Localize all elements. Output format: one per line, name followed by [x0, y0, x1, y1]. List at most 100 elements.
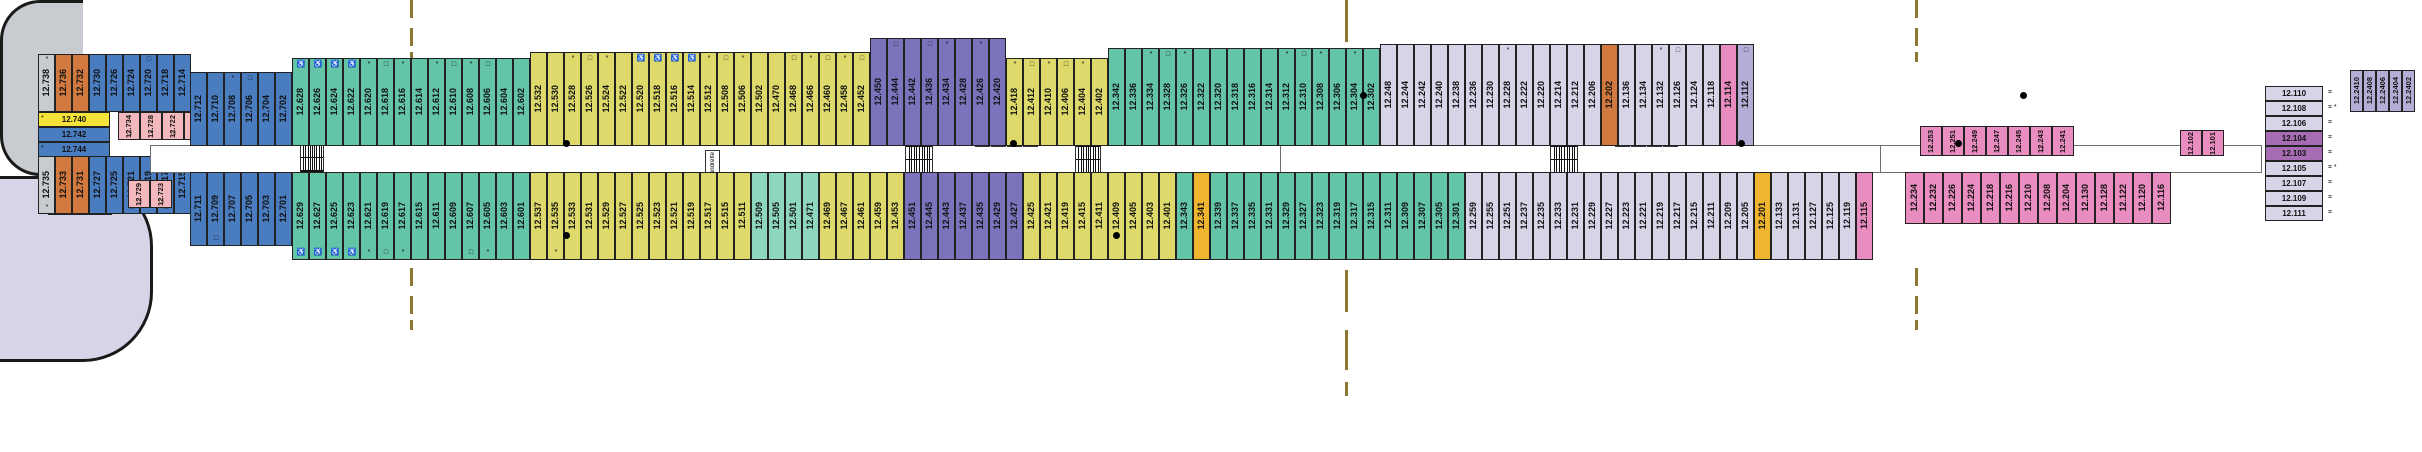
starboard-cabin-12-531[interactable]: 12.531: [581, 172, 598, 260]
port-cabin-12-520[interactable]: 12.520: [632, 52, 649, 146]
starboard-cabin-12-221[interactable]: 12.221: [1635, 172, 1652, 260]
port-cabin-12-616[interactable]: 12.616: [394, 58, 411, 146]
starboard-cabin-12-535[interactable]: 12.535: [547, 172, 564, 260]
port-cabin-12-628[interactable]: 12.628: [292, 58, 309, 146]
port-cabin-12-236[interactable]: 12.236: [1465, 44, 1482, 146]
starboard-cabin-12-307[interactable]: 12.307: [1414, 172, 1431, 260]
port-cabin-12-314[interactable]: 12.314: [1261, 48, 1278, 146]
starboard-cabin-12-223[interactable]: 12.223: [1618, 172, 1635, 260]
port-cabin-12-240[interactable]: 12.240: [1431, 44, 1448, 146]
stern-cabin-12-108[interactable]: 12.108: [2265, 101, 2323, 116]
starboard-cabin-12-529[interactable]: 12.529: [598, 172, 615, 260]
port-cabin-12-248[interactable]: 12.248: [1380, 44, 1397, 146]
port-pink-inner-12-251[interactable]: 12.251: [1942, 126, 1964, 156]
port-cabin-12-506[interactable]: 12.506: [734, 52, 751, 146]
starboard-cabin-12-119[interactable]: 12.119: [1839, 172, 1856, 260]
starboard-cabin-12-327[interactable]: 12.327: [1295, 172, 1312, 260]
port-pink-inner-12-253[interactable]: 12.253: [1920, 126, 1942, 156]
starboard-cabin-12-323[interactable]: 12.323: [1312, 172, 1329, 260]
starboard-cabin-12-335[interactable]: 12.335: [1244, 172, 1261, 260]
port-cabin-12-342[interactable]: 12.342: [1108, 48, 1125, 146]
starboard-cabin-12-525[interactable]: 12.525: [632, 172, 649, 260]
port-cabin-12-404[interactable]: 12.404: [1074, 58, 1091, 146]
port-cabin-12-612[interactable]: 12.612: [428, 58, 445, 146]
port-cabin-12-410[interactable]: 12.410: [1040, 58, 1057, 146]
port-pink-12-122[interactable]: 12.122: [2114, 172, 2133, 224]
port-cabin-12-222[interactable]: 12.222: [1516, 44, 1533, 146]
starboard-cabin-12-619[interactable]: 12.619: [377, 172, 394, 260]
starboard-cabin-12-517[interactable]: 12.517: [700, 172, 717, 260]
starboard-cabin-12-209[interactable]: 12.209: [1720, 172, 1737, 260]
fwd-port-12-726[interactable]: 12.726: [106, 54, 123, 112]
starboard-cabin-12-211[interactable]: 12.211: [1703, 172, 1720, 260]
stern-cabin-12-111[interactable]: 12.111: [2265, 206, 2323, 221]
starboard-cabin-12-231[interactable]: 12.231: [1567, 172, 1584, 260]
starboard-cabin-12-607[interactable]: 12.607: [462, 172, 479, 260]
port-cabin-12-306[interactable]: 12.306: [1329, 48, 1346, 146]
port-pink-12-120[interactable]: 12.120: [2133, 172, 2152, 224]
starboard-cabin-12-467[interactable]: 12.467: [836, 172, 853, 260]
port-cabin-12-704[interactable]: 12.704: [258, 72, 275, 146]
starboard-cabin-12-469[interactable]: 12.469: [819, 172, 836, 260]
starboard-cabin-12-615[interactable]: 12.615: [411, 172, 428, 260]
port-cabin-12-406[interactable]: 12.406: [1057, 58, 1074, 146]
port-cabin-12-606[interactable]: 12.606: [479, 58, 496, 146]
stern-cabin-12-107[interactable]: 12.107: [2265, 176, 2323, 191]
port-cabin-12-706[interactable]: 12.706: [241, 72, 258, 146]
port-pink-12-232[interactable]: 12.232: [1924, 172, 1943, 224]
starboard-cabin-12-217[interactable]: 12.217: [1669, 172, 1686, 260]
starboard-cabin-12-445[interactable]: 12.445: [921, 172, 938, 260]
starboard-cabin-12-701[interactable]: 12.701: [275, 172, 292, 246]
starboard-cabin-12-311[interactable]: 12.311: [1380, 172, 1397, 260]
port-cabin-12-336[interactable]: 12.336: [1125, 48, 1142, 146]
port-cabin-12-702[interactable]: 12.702: [275, 72, 292, 146]
starboard-cabin-12-425[interactable]: 12.425: [1023, 172, 1040, 260]
stern-tail-12-2410[interactable]: 12.2410: [2350, 70, 2363, 112]
stern-tail-12-2402[interactable]: 12.2402: [2402, 70, 2415, 112]
fwd-port-curve-12-744[interactable]: 12.744: [38, 142, 110, 157]
port-cabin-12-308[interactable]: 12.308: [1312, 48, 1329, 146]
port-cabin-12-420[interactable]: 12.420: [989, 38, 1006, 146]
fwd-port-12-730[interactable]: 12.730: [89, 54, 106, 112]
starboard-cabin-12-403[interactable]: 12.403: [1142, 172, 1159, 260]
starboard-cabin-12-421[interactable]: 12.421: [1040, 172, 1057, 260]
starboard-cabin-12-459[interactable]: 12.459: [870, 172, 887, 260]
port-cabin-12-512[interactable]: 12.512: [700, 52, 717, 146]
port-cabin-12-444[interactable]: 12.444: [887, 38, 904, 146]
starboard-cabin-12-601[interactable]: 12.601: [513, 172, 530, 260]
port-cabin-12-214[interactable]: 12.214: [1550, 44, 1567, 146]
starboard-cabin-12-703[interactable]: 12.703: [258, 172, 275, 246]
port-cabin-12-316[interactable]: 12.316: [1244, 48, 1261, 146]
port-cabin-12-604[interactable]: 12.604: [496, 58, 513, 146]
starboard-cabin-12-453[interactable]: 12.453: [887, 172, 904, 260]
fwd-inner-pink-u-12-734[interactable]: 12.734: [118, 112, 140, 140]
port-cabin-12-470[interactable]: 12.470: [768, 52, 785, 146]
starboard-cabin-12-259[interactable]: 12.259: [1465, 172, 1482, 260]
port-cabin-12-452[interactable]: 12.452: [853, 52, 870, 146]
starboard-cabin-12-471[interactable]: 12.471: [802, 172, 819, 260]
stern-tail-12-2408[interactable]: 12.2408: [2363, 70, 2376, 112]
starboard-cabin-12-435[interactable]: 12.435: [972, 172, 989, 260]
starboard-cabin-12-609[interactable]: 12.609: [445, 172, 462, 260]
port-cabin-12-528[interactable]: 12.528: [564, 52, 581, 146]
stern-tail-12-2404[interactable]: 12.2404: [2389, 70, 2402, 112]
starboard-cabin-12-219[interactable]: 12.219: [1652, 172, 1669, 260]
port-cabin-12-124[interactable]: 12.124: [1686, 44, 1703, 146]
port-cabin-12-522[interactable]: 12.522: [615, 52, 632, 146]
port-cabin-12-458[interactable]: 12.458: [836, 52, 853, 146]
stern-cabin-12-104[interactable]: 12.104: [2265, 131, 2323, 146]
port-cabin-12-320[interactable]: 12.320: [1210, 48, 1227, 146]
port-cabin-12-614[interactable]: 12.614: [411, 58, 428, 146]
starboard-cabin-12-343[interactable]: 12.343: [1176, 172, 1193, 260]
port-cabin-12-712[interactable]: 12.712: [190, 72, 207, 146]
port-cabin-12-136[interactable]: 12.136: [1618, 44, 1635, 146]
starboard-cabin-12-515[interactable]: 12.515: [717, 172, 734, 260]
port-cabin-12-402[interactable]: 12.402: [1091, 58, 1108, 146]
port-cabin-12-230[interactable]: 12.230: [1482, 44, 1499, 146]
port-cabin-12-118[interactable]: 12.118: [1703, 44, 1720, 146]
stern-cabin-12-103[interactable]: 12.103: [2265, 146, 2323, 161]
starboard-cabin-12-317[interactable]: 12.317: [1346, 172, 1363, 260]
starboard-cabin-12-131[interactable]: 12.131: [1788, 172, 1805, 260]
fwd-inner-pink-u-12-728[interactable]: 12.728: [140, 112, 162, 140]
starboard-cabin-12-255[interactable]: 12.255: [1482, 172, 1499, 260]
